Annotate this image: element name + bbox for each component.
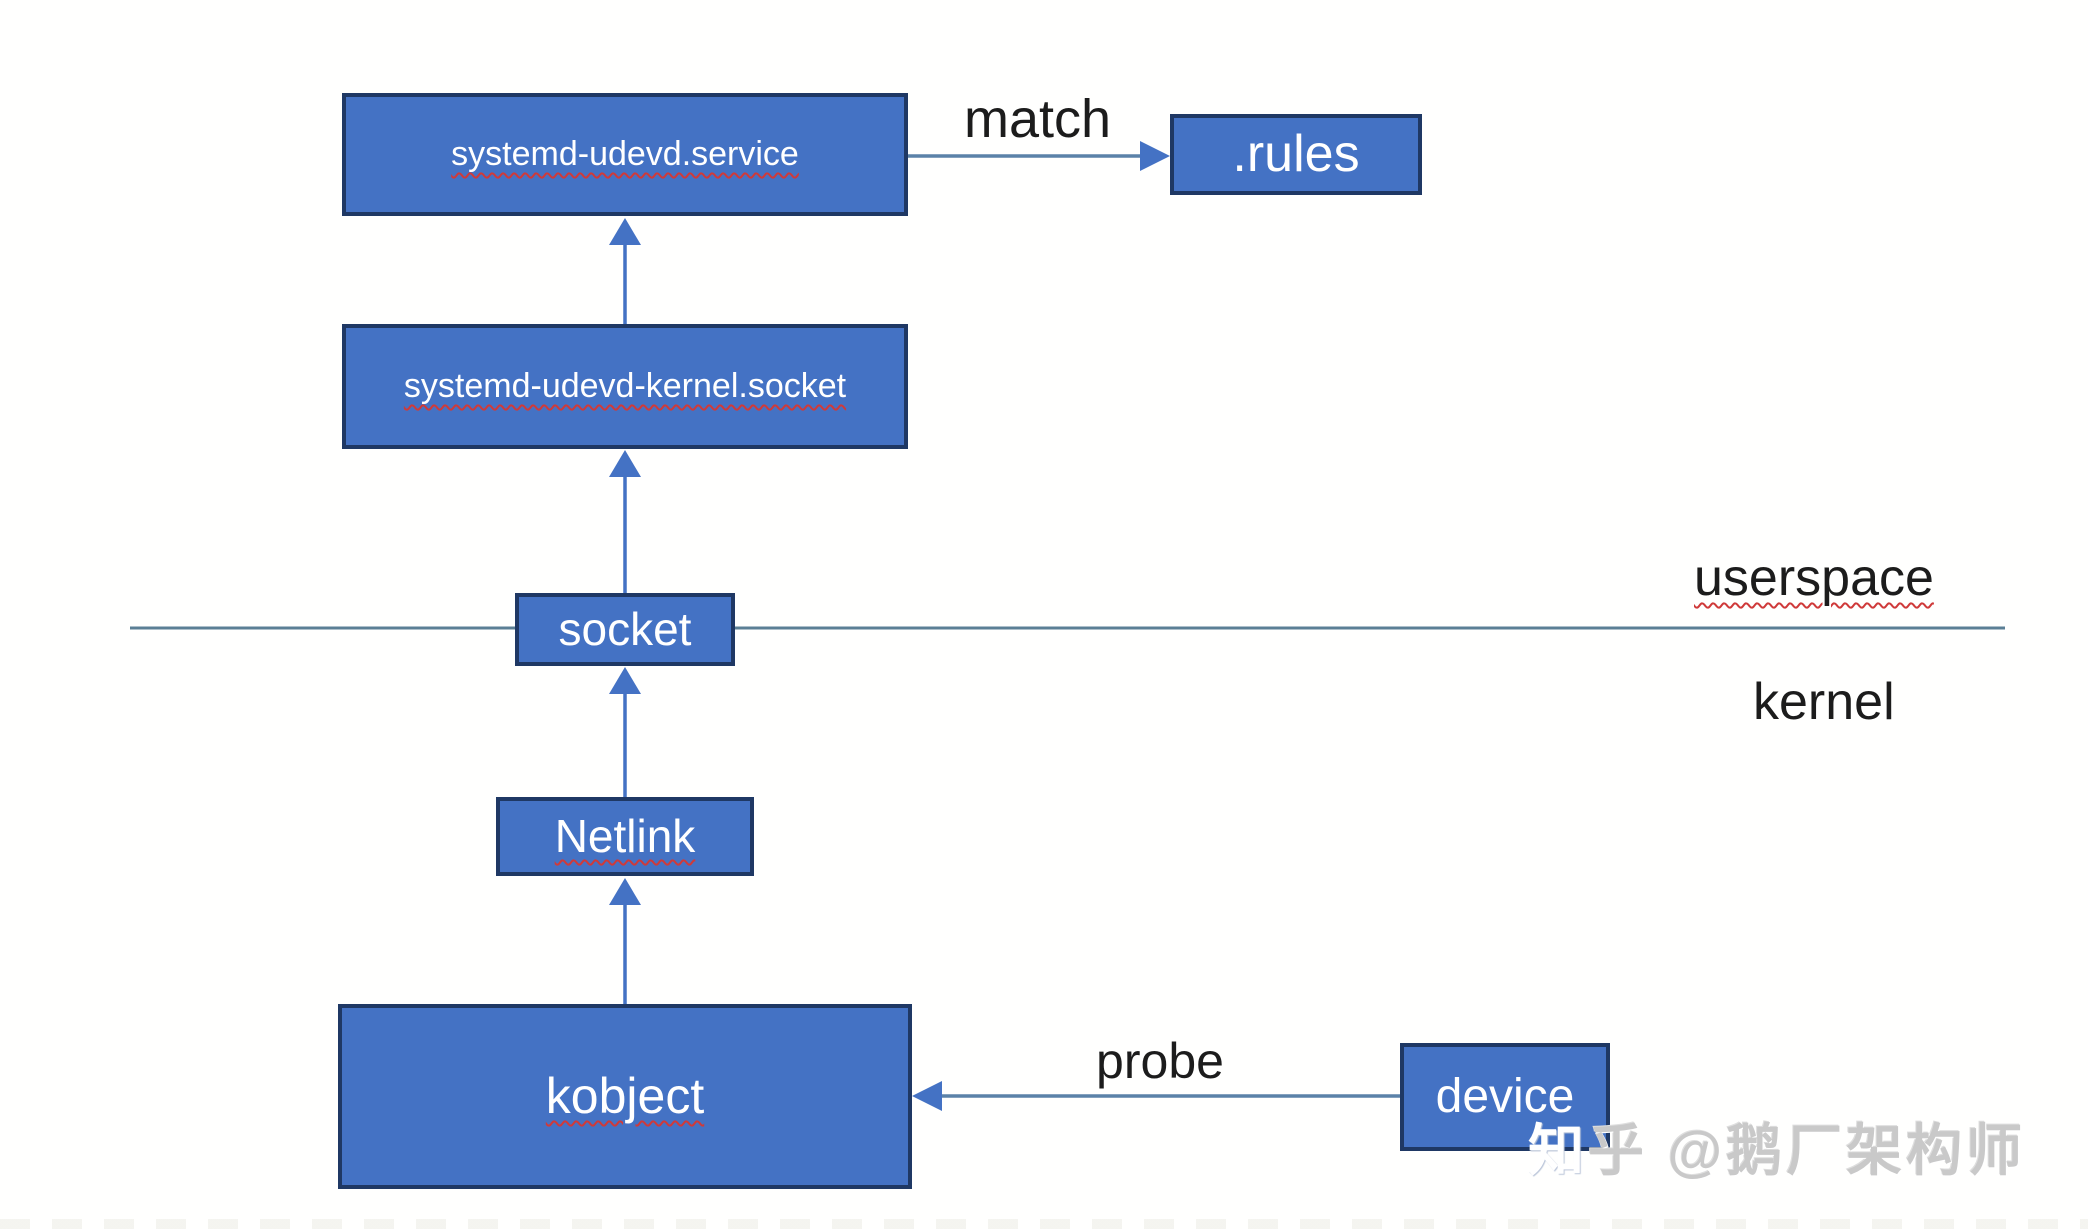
node-device-label: device bbox=[1435, 1070, 1575, 1124]
node-systemd-udevd-kernel-socket: systemd-udevd-kernel.socket bbox=[342, 324, 908, 449]
node-socket: socket bbox=[515, 593, 735, 666]
node-systemd-udevd-service-label: systemd-udevd.service bbox=[451, 134, 799, 173]
arrow-match-service-to-rules bbox=[908, 141, 1170, 171]
edge-label-probe: probe bbox=[1096, 1033, 1224, 1089]
region-label-kernel: kernel bbox=[1753, 673, 1895, 731]
arrow-socket-to-kernel-socket bbox=[609, 450, 641, 593]
zhihu-watermark-first-char: 知 bbox=[1528, 1119, 1588, 1182]
zhihu-watermark: 知乎 @鹅厂架构师 bbox=[1528, 1106, 2026, 1187]
node-rules-label: .rules bbox=[1232, 124, 1360, 183]
bottom-dashed-edge bbox=[0, 1219, 2088, 1229]
edge-label-match: match bbox=[963, 89, 1112, 149]
arrow-probe-device-to-kobject bbox=[912, 1081, 1400, 1111]
zhihu-watermark-text: 乎 @鹅厂架构师 bbox=[1588, 1119, 2027, 1182]
arrow-kernel-socket-to-service bbox=[609, 218, 641, 324]
region-label-userspace: userspace bbox=[1694, 549, 1934, 607]
node-netlink-label: Netlink bbox=[554, 810, 696, 863]
node-netlink: Netlink bbox=[496, 797, 754, 876]
node-device: device bbox=[1400, 1043, 1610, 1151]
node-systemd-udevd-kernel-socket-label: systemd-udevd-kernel.socket bbox=[403, 366, 847, 405]
node-kobject: kobject bbox=[338, 1004, 912, 1189]
node-socket-label: socket bbox=[558, 603, 692, 656]
node-systemd-udevd-service: systemd-udevd.service bbox=[342, 93, 908, 216]
arrow-kobject-to-netlink bbox=[609, 878, 641, 1004]
node-rules: .rules bbox=[1170, 114, 1422, 195]
arrow-netlink-to-socket bbox=[609, 667, 641, 797]
node-kobject-label: kobject bbox=[545, 1067, 705, 1124]
